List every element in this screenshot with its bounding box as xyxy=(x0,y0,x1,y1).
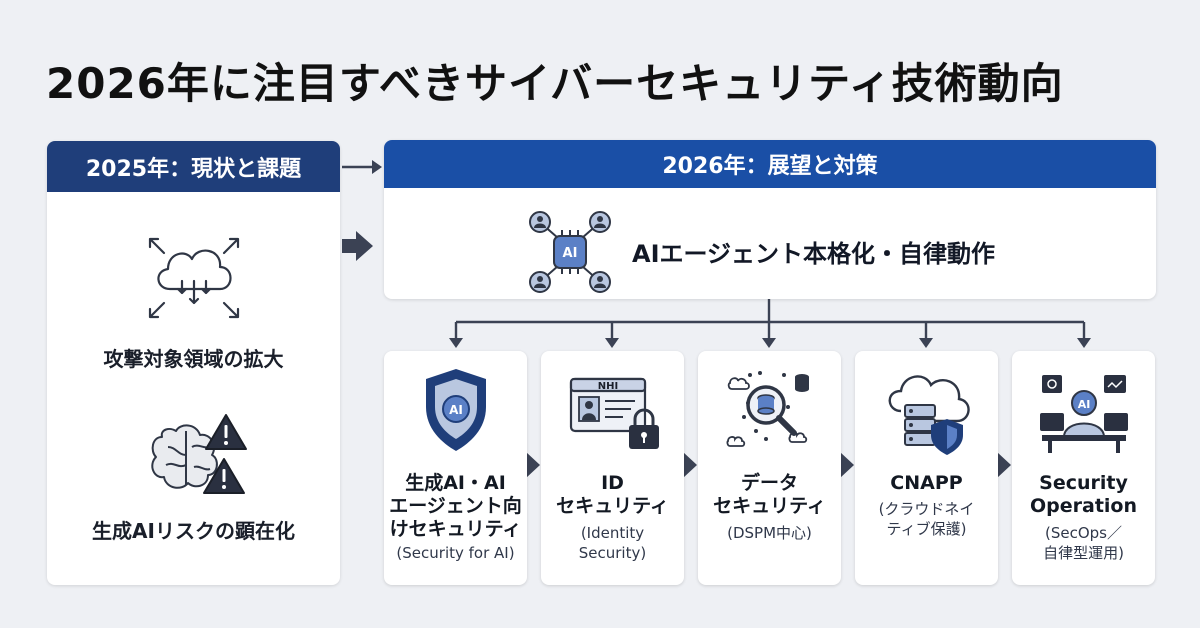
card-subtitle: (Security for AI) xyxy=(396,544,515,562)
card-title: データセキュリティ xyxy=(713,472,826,517)
ai-agent-network-icon: AI xyxy=(529,211,611,293)
svg-text:AI: AI xyxy=(563,246,578,261)
main-arrow xyxy=(342,231,373,261)
left-item-label: 攻撃対象領域の拡大 xyxy=(103,347,284,371)
nhi-id-card-lock-icon: NHI xyxy=(569,377,659,449)
page-title: 2026年に注目すべきサイバーセキュリティ技術動向 xyxy=(46,59,1064,108)
card-arrow xyxy=(526,452,540,478)
data-magnifier-icon xyxy=(726,371,809,447)
card-arrow xyxy=(840,452,854,478)
svg-text:NHI: NHI xyxy=(598,381,618,392)
cloud-expand-icon xyxy=(148,237,240,319)
current-state-header: 2025年：現状と課題 xyxy=(47,141,340,192)
cloud-server-shield-icon xyxy=(888,375,970,455)
card-cnapp: CNAPP (クラウドネイティブ保護) xyxy=(855,351,998,585)
card-subtitle: (DSPM中心) xyxy=(727,524,812,542)
current-state-panel: 2025年：現状と課題 攻撃対象領域の拡大 生成AIリスクの顕在化 xyxy=(47,141,340,585)
svg-text:AI: AI xyxy=(449,403,463,417)
card-arrow xyxy=(683,452,697,478)
future-outlook-panel: 2026年：展望と対策 xyxy=(384,140,1156,299)
card-data-security: データセキュリティ (DSPM中心) xyxy=(698,351,841,585)
card-title: CNAPP xyxy=(890,472,963,494)
brain-warning-icon xyxy=(151,414,247,494)
future-outlook-header: 2026年：展望と対策 xyxy=(384,140,1156,188)
ai-agent-label: AIエージェント本格化・自律動作 xyxy=(632,240,996,268)
card-subtitle: (クラウドネイティブ保護) xyxy=(878,500,975,538)
card-arrow xyxy=(997,452,1011,478)
card-subtitle: (SecOps／自律型運用) xyxy=(1043,524,1124,562)
left-item-label: 生成AIリスクの顕在化 xyxy=(92,519,295,543)
header-arrowhead xyxy=(372,160,382,174)
ai-shield-icon: AI xyxy=(426,369,486,451)
svg-text:AI: AI xyxy=(1078,398,1091,411)
ai-operator-icon: AI xyxy=(1040,375,1128,453)
